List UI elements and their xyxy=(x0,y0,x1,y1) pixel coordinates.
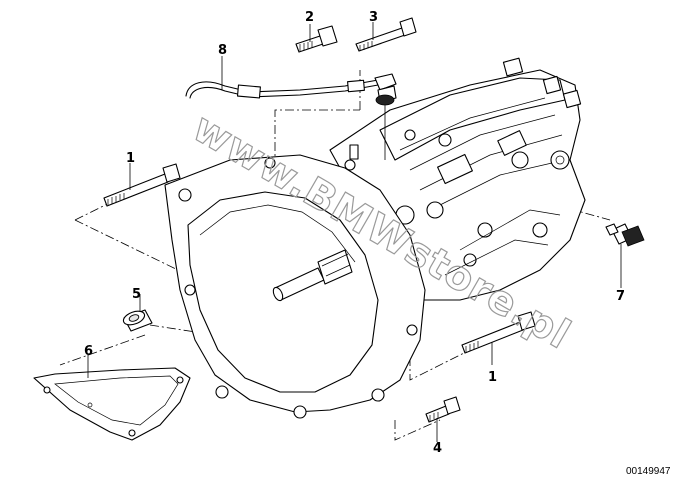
part-bolt-1-upper xyxy=(103,163,181,207)
callout-6: 6 xyxy=(84,344,93,359)
callout-8: 8 xyxy=(218,43,227,58)
part-breather-hose xyxy=(185,73,397,160)
part-sleeve-5 xyxy=(122,309,153,332)
part-sensor-7 xyxy=(605,223,645,247)
document-id: 00149947 xyxy=(626,466,671,477)
callout-3: 3 xyxy=(369,10,378,25)
callout-7: 7 xyxy=(616,289,625,304)
part-bolt-4 xyxy=(425,396,461,423)
part-bolt-3 xyxy=(355,17,417,52)
callout-5: 5 xyxy=(132,287,141,302)
callout-2: 2 xyxy=(305,10,314,25)
callout-leaders xyxy=(87,22,622,442)
callout-1-upper: 1 xyxy=(126,151,135,166)
part-bolt-1-lower xyxy=(461,311,536,354)
callout-1-lower: 1 xyxy=(488,370,497,385)
part-cover-plate-6 xyxy=(33,367,191,441)
callout-4: 4 xyxy=(433,441,442,456)
part-bolt-2 xyxy=(295,25,338,53)
gearbox-housing xyxy=(164,57,586,419)
